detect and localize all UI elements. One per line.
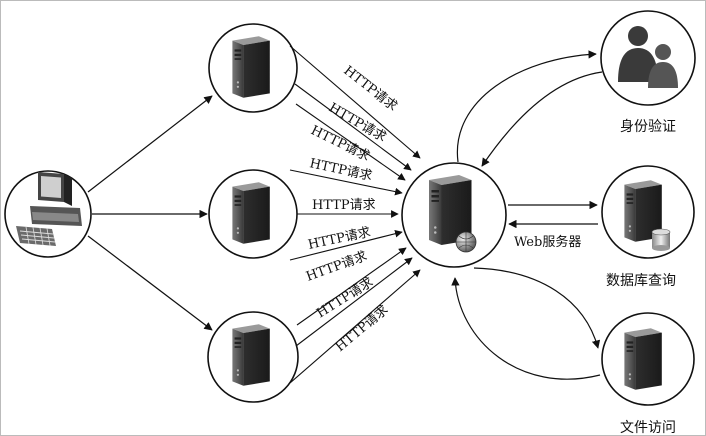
auth-caption: 身份验证: [620, 119, 676, 135]
computer-icon: [16, 172, 82, 246]
file-server-icon: [624, 328, 662, 390]
arrow-web-to-file: [473, 267, 601, 349]
file-access-caption: 文件访问: [620, 420, 676, 436]
http-arrow-3: [295, 103, 406, 181]
arrow-client-to-top: [87, 95, 213, 193]
arrow-auth-to-web: [481, 71, 603, 167]
http-arrow-2: [294, 83, 412, 171]
server-icon-top: [232, 36, 270, 98]
users-icon: [618, 26, 678, 88]
http-arrow-6: [289, 229, 403, 261]
db-query-caption: 数据库查询: [606, 273, 676, 289]
arrow-file-to-web: [451, 277, 601, 380]
server-icon-bottom: [232, 324, 270, 386]
http-label: HTTP请求: [333, 303, 391, 355]
server-icon-middle: [232, 182, 270, 244]
web-server-label: Web服务器: [514, 234, 581, 250]
http-arrow-8: [295, 257, 413, 347]
http-arrow-7: [296, 247, 407, 326]
arrow-web-to-auth: [456, 50, 597, 163]
database-cylinder-icon: [651, 228, 671, 251]
http-label: HTTP请求: [312, 198, 376, 213]
http-label: HTTP请求: [341, 63, 400, 114]
http-arrow-1: [289, 45, 421, 159]
http-arrow-4: [289, 169, 403, 196]
arrow-client-to-bottom: [87, 235, 213, 331]
http-arrow-9: [289, 269, 421, 384]
